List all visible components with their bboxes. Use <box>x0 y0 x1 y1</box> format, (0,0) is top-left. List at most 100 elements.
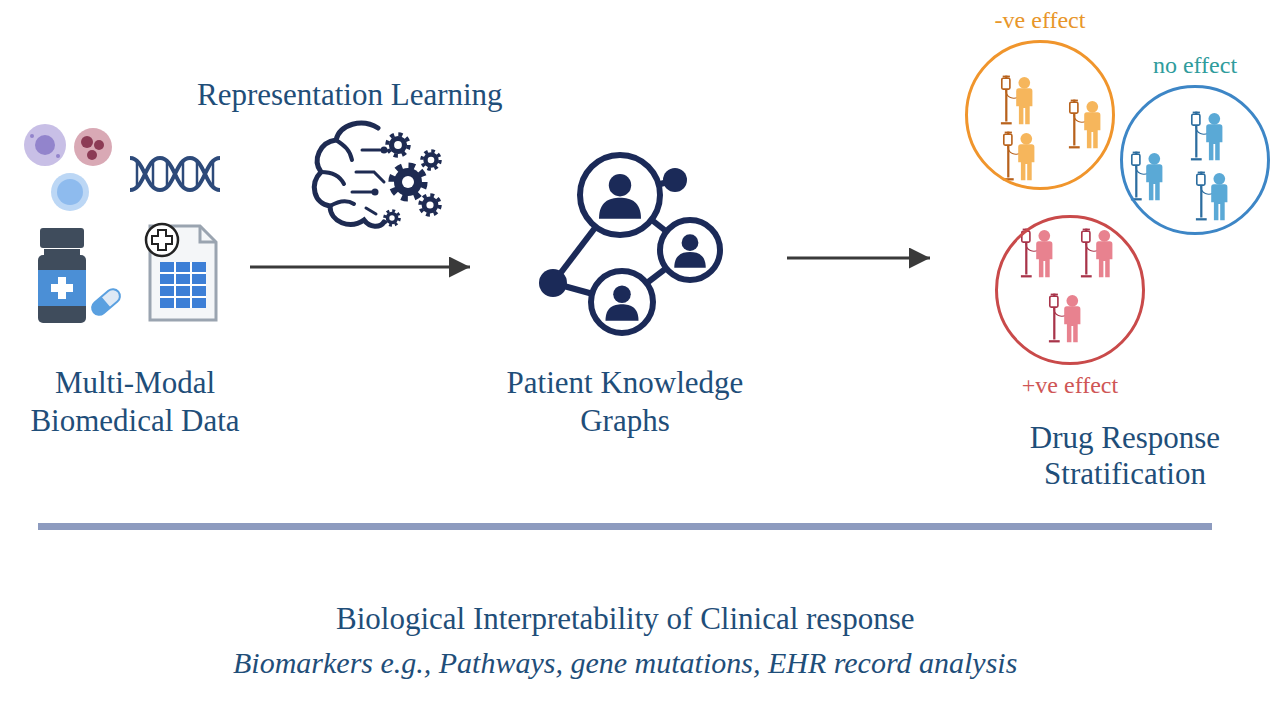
grid-line <box>160 284 206 286</box>
graph-group: Patient Knowledge Graphs <box>495 150 755 440</box>
person-icon <box>599 174 641 219</box>
cluster-label: no effect <box>1060 51 1280 79</box>
dna-rung <box>182 162 185 186</box>
patient-icon <box>1049 294 1081 343</box>
grid-line <box>160 272 206 274</box>
cell-lobe <box>81 136 93 148</box>
document-fold <box>200 226 216 242</box>
patient-icon <box>1196 172 1228 221</box>
dna-strand <box>130 158 220 190</box>
brain-gears-icon <box>314 123 440 226</box>
document-sheet <box>150 226 216 320</box>
graph-person-circle <box>580 155 660 235</box>
circuit-line <box>366 208 376 214</box>
patient-icon <box>1131 152 1163 201</box>
brain-fold <box>321 172 344 184</box>
cluster-outline <box>965 40 1115 190</box>
cell-nucleus <box>35 135 55 155</box>
dna-rung <box>152 162 155 186</box>
graph-person-circle <box>591 271 653 333</box>
patient-icon <box>1069 100 1101 149</box>
cell-lobe <box>87 150 97 160</box>
cell-icons <box>24 124 112 211</box>
capsule-half <box>89 297 110 318</box>
gear <box>420 195 440 215</box>
graph-dot <box>539 269 567 297</box>
dna-icon <box>130 158 220 190</box>
grid-line <box>190 262 192 308</box>
cross-symbol <box>51 284 73 292</box>
arrow-connector <box>250 266 470 269</box>
patients-blue <box>1131 112 1228 221</box>
dna-rung <box>212 162 215 186</box>
edge-label: Representation Learning <box>197 77 503 113</box>
bottle-label <box>38 270 86 306</box>
bottle-neck <box>44 249 80 255</box>
brain-outline <box>314 123 384 226</box>
medicine-bottle <box>38 228 86 323</box>
cell <box>24 124 66 166</box>
arrow-connector <box>787 257 930 260</box>
brain-fold <box>336 140 352 160</box>
dna-rung <box>196 162 199 186</box>
graph-person-circle <box>660 220 720 280</box>
stratification-group: Drug Response Stratification -ve effectno… <box>935 10 1275 492</box>
cell-lobe <box>94 140 104 150</box>
record-document <box>146 224 216 320</box>
group-label: Patient Knowledge Graphs <box>495 364 755 440</box>
patient-icon <box>1191 112 1223 161</box>
knowledge-graph-icon <box>539 155 720 333</box>
patients-red <box>1021 229 1113 343</box>
cluster-label: +ve effect <box>935 371 1205 399</box>
person-icon <box>606 286 639 321</box>
circuit-line <box>356 172 384 182</box>
dna-rung <box>166 162 169 186</box>
table-grid <box>160 262 206 308</box>
cell <box>74 128 112 166</box>
dna-strand <box>130 158 220 190</box>
patients-orange <box>1001 76 1101 181</box>
response-cluster: +ve effect <box>995 215 1145 365</box>
patient-icon <box>1001 76 1033 125</box>
patient-icon <box>1021 229 1053 278</box>
grid-line <box>174 262 176 308</box>
response-cluster: -ve effect <box>965 40 1115 190</box>
circuit-line <box>352 191 372 194</box>
group-label: Multi-Modal Biomedical Data <box>20 364 250 440</box>
cell-nucleus <box>57 179 83 205</box>
capsule <box>89 286 123 317</box>
group-label: Drug Response Stratification <box>975 420 1275 492</box>
patient-icon <box>1081 229 1113 278</box>
response-cluster: no effect <box>1120 85 1270 235</box>
bottle-cap <box>40 228 84 248</box>
gear <box>392 166 425 199</box>
plus-badge <box>146 224 178 256</box>
separator-bar <box>38 523 1212 530</box>
cell <box>51 173 89 211</box>
bottle-body <box>38 255 86 323</box>
capsule-icon <box>89 286 123 317</box>
cluster-circle <box>1122 87 1269 234</box>
cluster-outline <box>1120 85 1270 235</box>
cluster-circle <box>997 217 1144 364</box>
plus-symbol <box>152 230 172 250</box>
gear <box>385 211 400 226</box>
circuit-node <box>372 189 379 196</box>
grid-line <box>160 296 206 298</box>
patient-icon <box>1003 132 1035 181</box>
gear <box>422 151 440 169</box>
data-group: Multi-Modal Biomedical Data <box>20 120 250 440</box>
gear <box>387 134 408 155</box>
subtitle-note: Biomarkers e.g., Pathways, gene mutation… <box>233 646 1017 680</box>
circuit-line <box>362 149 380 152</box>
cell-dot <box>30 134 34 138</box>
brain-fold <box>330 201 354 206</box>
graph-dot <box>663 168 687 192</box>
cluster-outline <box>995 215 1145 365</box>
person-icon <box>674 234 706 268</box>
dna-rung <box>136 162 139 186</box>
cluster-label: -ve effect <box>905 6 1175 34</box>
caption-heading: Biological Interpretability of Clinical … <box>336 601 915 637</box>
cluster-circle <box>967 42 1114 189</box>
